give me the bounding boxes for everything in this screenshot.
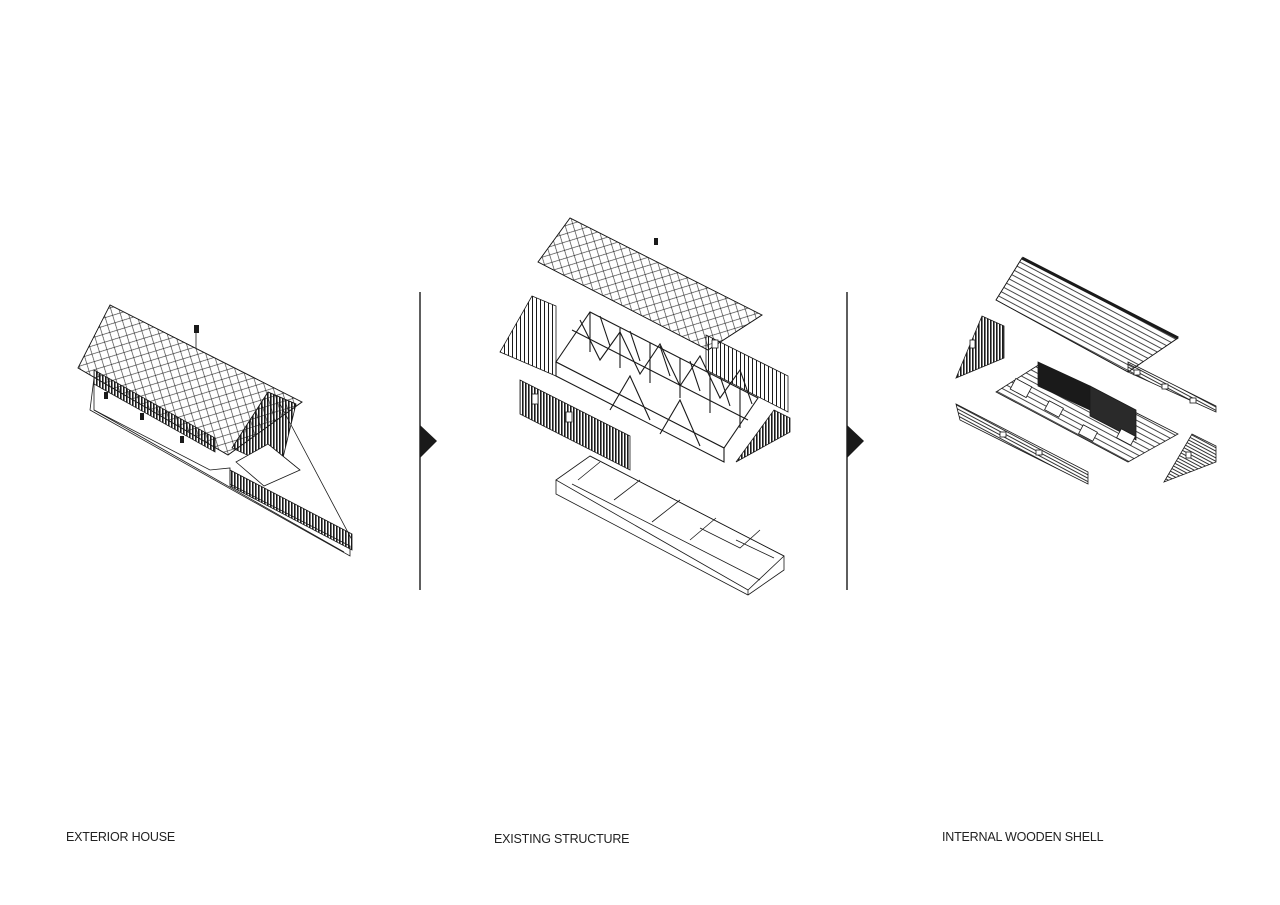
- internal-lower-wall: [955, 403, 1089, 485]
- existing-timber-frame: [555, 311, 759, 463]
- internal-left-gable: [955, 315, 1005, 379]
- caption-internal-wooden-shell: INTERNAL WOODEN SHELL: [942, 830, 1104, 844]
- exterior-fence: [229, 469, 353, 551]
- existing-right-wall: [705, 334, 789, 413]
- exterior-house-axonometric: [77, 304, 353, 557]
- existing-structure-axonometric: [499, 217, 791, 596]
- existing-foundation: [555, 455, 785, 596]
- existing-left-gable: [499, 295, 557, 377]
- existing-right-gable: [735, 409, 791, 463]
- existing-roof: [537, 217, 763, 351]
- internal-right-wall: [1127, 361, 1217, 413]
- internal-shell-axonometric: [955, 256, 1217, 485]
- existing-left-wall: [519, 379, 631, 471]
- caption-existing-structure: EXISTING STRUCTURE: [494, 832, 630, 846]
- divider-2: [846, 292, 864, 590]
- divider-1: [419, 292, 437, 590]
- caption-exterior-house: EXTERIOR HOUSE: [66, 830, 176, 844]
